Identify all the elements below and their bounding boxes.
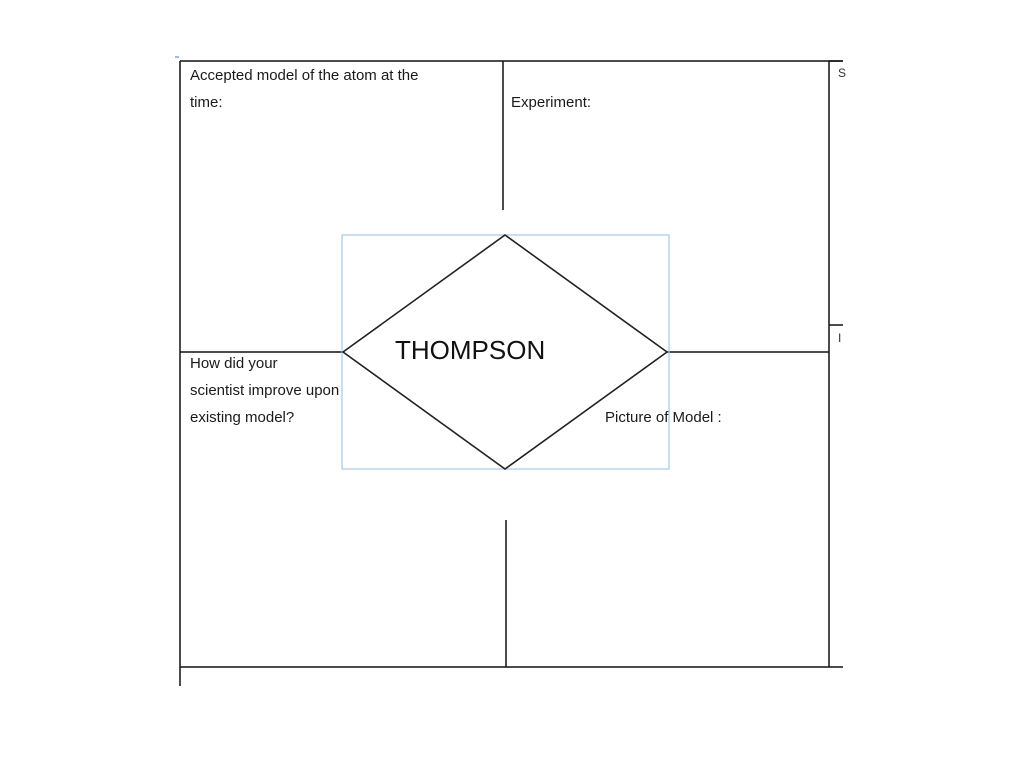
improvement-question-line2: scientist improve upon bbox=[190, 382, 340, 399]
clipped-edge-text-top: S bbox=[838, 66, 847, 80]
accepted-model-label-line2: time: bbox=[190, 94, 223, 111]
center-diamond[interactable] bbox=[341, 234, 669, 470]
clipped-edge-text-mid: I bbox=[838, 331, 842, 345]
accepted-model-label-line1: Accepted model of the atom at the bbox=[190, 67, 419, 84]
improvement-question-label: How did your scientist improve upon existi… bbox=[190, 350, 339, 431]
scientist-name-title[interactable]: THOMPSON bbox=[395, 335, 546, 365]
experiment-label: Experiment: bbox=[511, 94, 592, 111]
improvement-question-line1: How did your bbox=[190, 355, 278, 372]
accepted-model-label: Accepted model of the atom at the time: bbox=[190, 62, 418, 116]
improvement-question-line3: existing model? bbox=[190, 409, 295, 426]
picture-of-model-label: Picture of Model : bbox=[605, 409, 722, 426]
